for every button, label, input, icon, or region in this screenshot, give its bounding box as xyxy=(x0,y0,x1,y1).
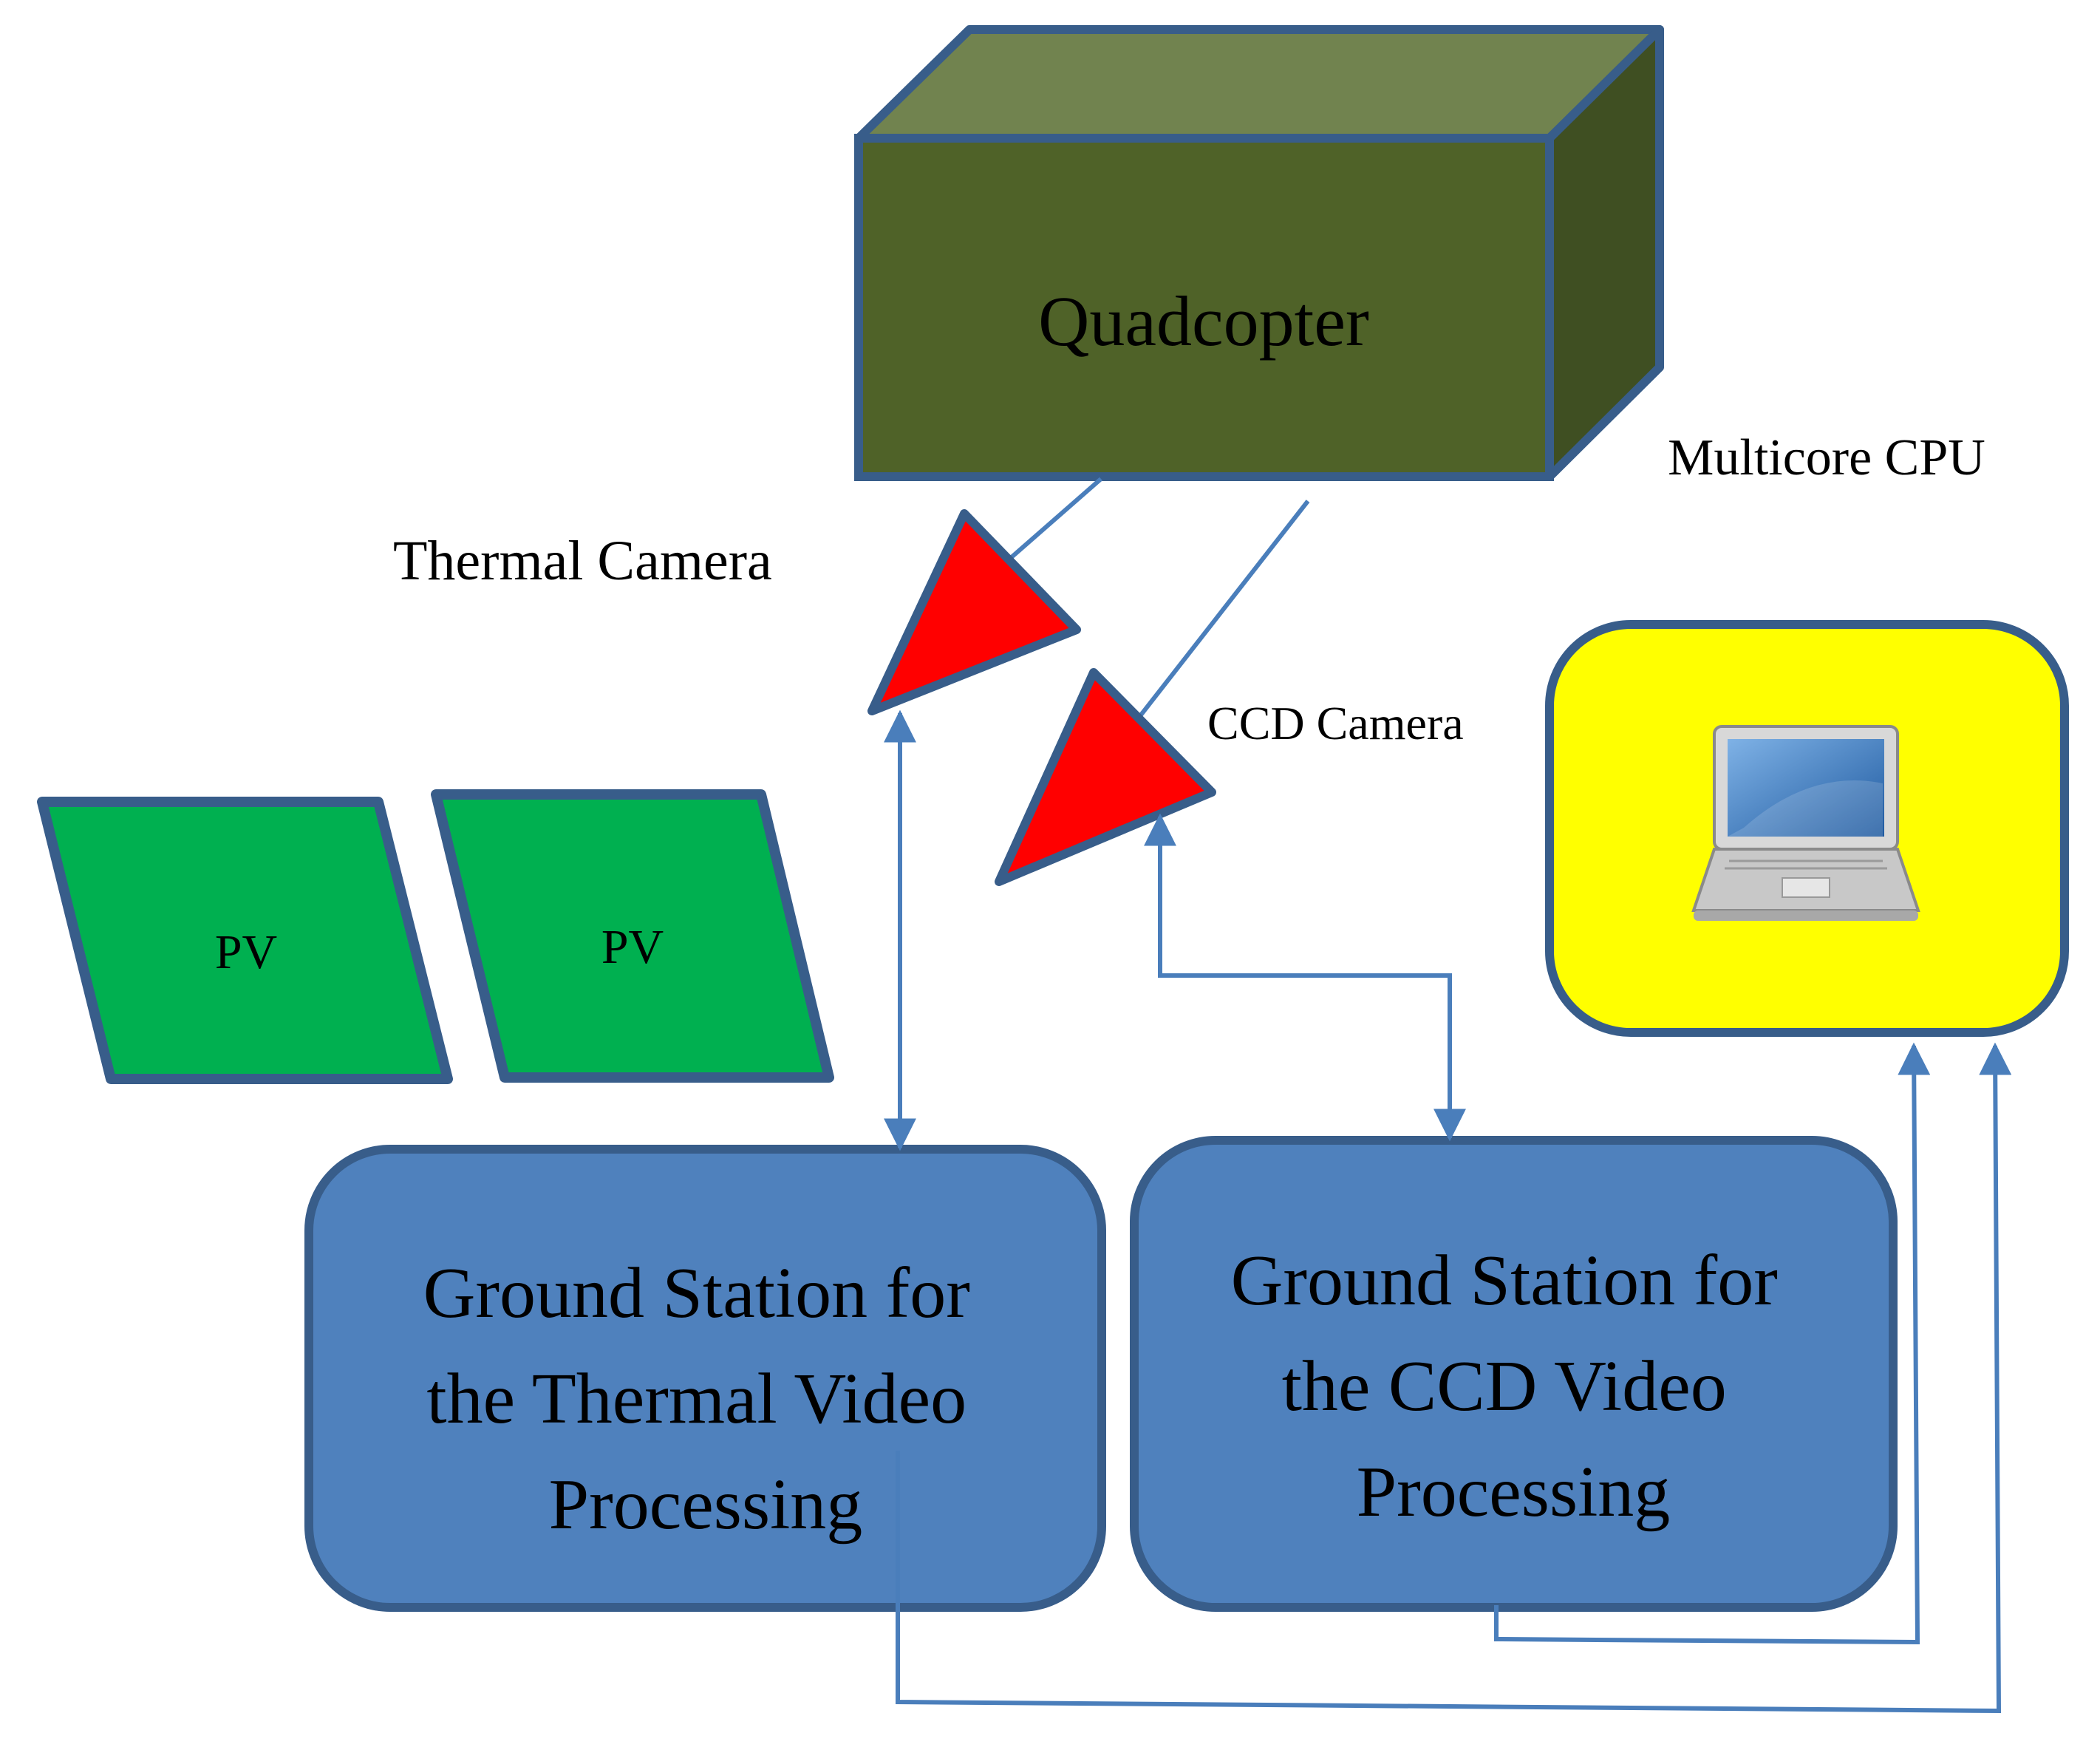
ground-station-thermal-line-3: Processing xyxy=(549,1465,863,1545)
pv-panel-label: PV xyxy=(215,925,277,979)
svg-text:Ground Station for the T: Ground Station for the Thermal Video Pro… xyxy=(423,1253,989,1545)
pv-panel: PV xyxy=(431,789,834,1083)
thermal-camera-label: Thermal Camera xyxy=(393,530,772,592)
pv-panel: PV xyxy=(37,797,453,1084)
quadcopter-label: Quadcopter xyxy=(1038,282,1369,361)
ground-station-thermal: Ground Station for the Thermal Video Pro… xyxy=(304,1145,1106,1612)
ccd-camera-mount-line xyxy=(1137,500,1310,718)
quadcopter-top-face xyxy=(854,25,1664,143)
cpu-box xyxy=(1545,620,2069,1037)
laptop-icon xyxy=(1691,725,1920,921)
ccd-camera xyxy=(995,668,1216,886)
svg-text:Ground Station for the C: Ground Station for the CCD Video Process… xyxy=(1231,1241,1796,1532)
thermal-camera-mount-line xyxy=(1005,477,1102,564)
thermal-to-cpu-arrow xyxy=(896,1042,2012,1714)
ground-station-ccd-shape xyxy=(1130,1136,1898,1612)
ground-station-thermal-shape xyxy=(304,1145,1106,1612)
pv-panel-shape xyxy=(431,789,834,1083)
quadcopter-box: Quadcopter xyxy=(854,25,1664,481)
ground-station-ccd: Ground Station for the CCD Video Process… xyxy=(1130,1136,1898,1612)
ground-station-ccd-line-2: the CCD Video xyxy=(1282,1346,1727,1426)
ground-station-thermal-line-1: Ground Station for xyxy=(423,1253,970,1333)
ccd-to-cpu-arrow xyxy=(1494,1042,1931,1645)
ground-station-thermal-line-2: the Thermal Video xyxy=(426,1359,967,1439)
pv-panel-shape xyxy=(37,797,453,1084)
thermal-camera xyxy=(867,509,1081,715)
ccd-camera-label: CCD Camera xyxy=(1207,697,1464,749)
ground-station-ccd-line-1: Ground Station for xyxy=(1231,1241,1778,1321)
ground-station-ccd-line-3: Processing xyxy=(1357,1452,1671,1532)
quadcopter-front-face xyxy=(854,134,1554,481)
pv-panel-label: PV xyxy=(601,920,664,974)
cpu-label: Multicore CPU xyxy=(1668,429,1985,486)
ccd-link-arrow xyxy=(1144,813,1466,1142)
